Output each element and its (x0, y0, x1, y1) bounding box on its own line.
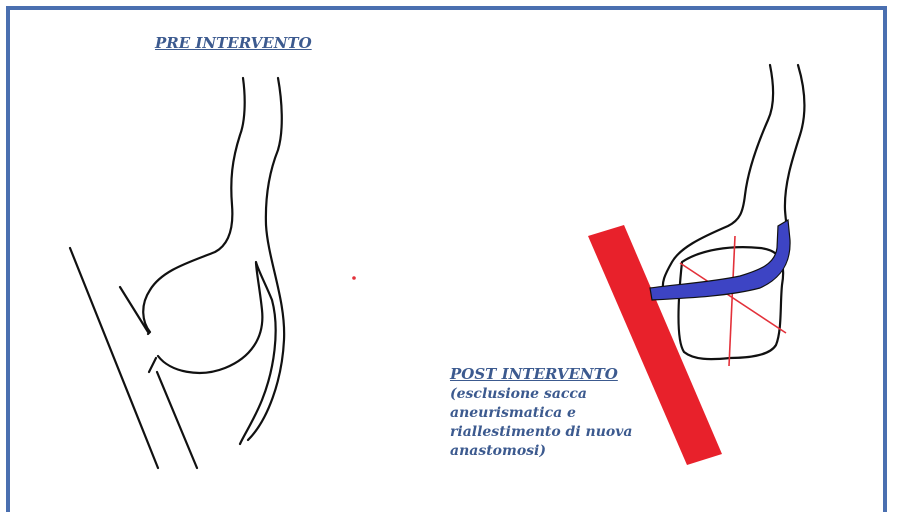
post-vessel-right-wall (785, 65, 805, 240)
post-exclusion-cross-2 (729, 236, 735, 366)
post-intervention-caption: (esclusione sacca aneurismatica e rialle… (450, 385, 670, 461)
caption-line: riallestimento di nuova (450, 423, 670, 442)
pre-intervention-title: PRE INTERVENTO (155, 34, 312, 52)
pre-intervention-drawing (70, 78, 356, 468)
post-blue-bypass (650, 220, 790, 300)
post-intervention-title: POST INTERVENTO (450, 365, 618, 383)
caption-line: anastomosi) (450, 442, 670, 461)
pre-vessel-left-wall (143, 78, 244, 334)
caption-line: (esclusione sacca (450, 385, 670, 404)
caption-line: aneurismatica e (450, 404, 670, 423)
stray-red-dot (352, 276, 356, 280)
pre-artery-inner-wall (120, 287, 197, 468)
post-vessel-left-wall (663, 65, 773, 290)
pre-junction-stub (149, 358, 156, 372)
pre-artery-outer-wall (70, 248, 158, 468)
